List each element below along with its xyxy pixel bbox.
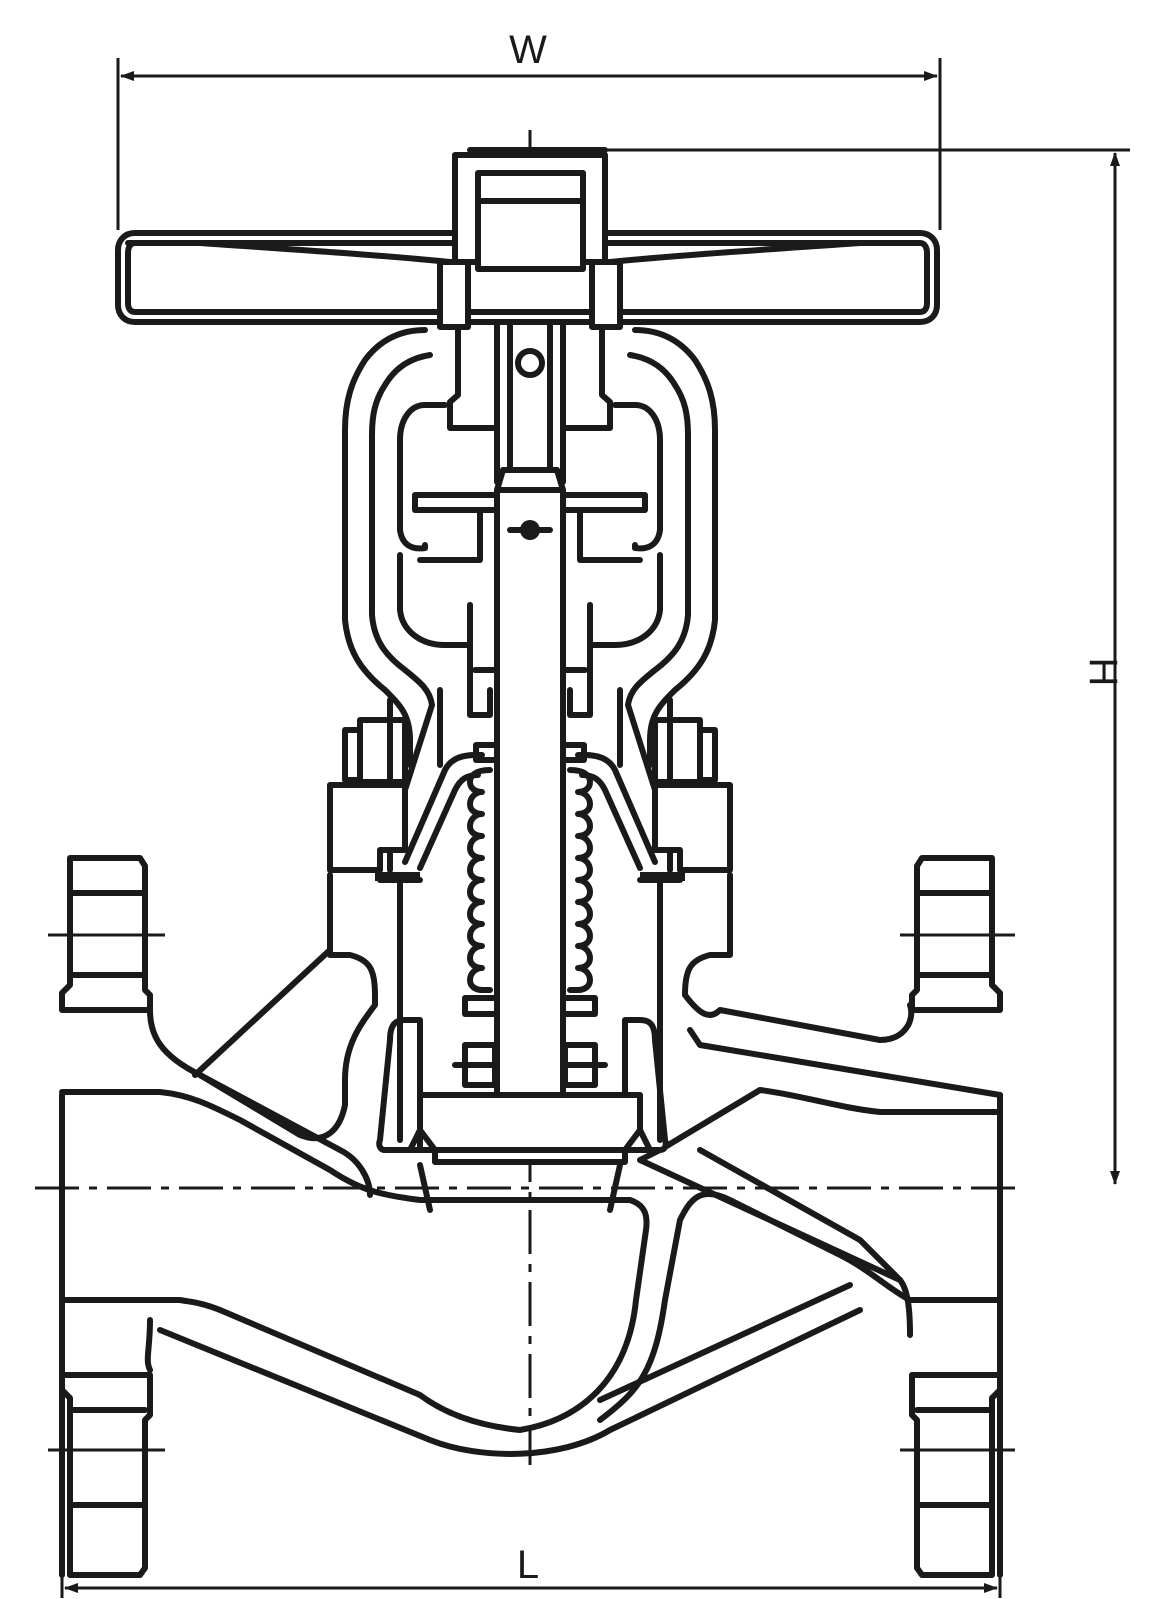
disc-body — [417, 1092, 643, 1153]
hub-lock-left — [437, 259, 471, 330]
flange-right-bottom — [909, 1372, 1003, 1578]
body-neck-left — [197, 872, 378, 1142]
bellows-left — [467, 767, 493, 993]
dim-h-label: H — [1081, 658, 1125, 687]
dim-l-label: L — [517, 1543, 539, 1587]
flange-left-bottom — [59, 1372, 153, 1578]
bonnet-flange-right — [652, 782, 733, 873]
stem-packing — [467, 602, 593, 718]
stem-pin-hole — [515, 348, 545, 378]
flange-faces — [59, 1092, 1003, 1578]
yoke-inner-right — [625, 352, 691, 793]
gasket-left — [375, 872, 420, 881]
yoke-crossplate — [412, 492, 648, 513]
disc-seat-faces — [407, 1127, 653, 1153]
flange-right — [900, 855, 1015, 1578]
yoke-outer-left — [342, 327, 428, 768]
dimension-w: W — [116, 28, 942, 230]
handwheel-nut-body — [475, 198, 586, 272]
seat-walls — [417, 1162, 623, 1213]
handwheel — [115, 147, 940, 330]
handwheel-rim-inner — [125, 240, 930, 315]
handwheel-spokes — [197, 240, 863, 265]
body-neck-right — [682, 872, 915, 1043]
dim-w-label: W — [509, 28, 547, 72]
stem-lower — [494, 487, 566, 1113]
bellows-right — [567, 767, 593, 993]
body-flow-passage-left — [59, 1089, 650, 1433]
flange-left — [48, 855, 165, 1578]
bonnet-yoke — [342, 267, 718, 793]
seat-ring — [432, 1147, 628, 1165]
handwheel-nut — [475, 170, 586, 204]
body-bonnet-flange — [327, 782, 733, 1143]
hub-lock-right — [589, 259, 623, 330]
yoke-outer-right — [632, 327, 718, 768]
body-upper-right — [687, 1027, 1003, 1098]
bonnet-flange-left — [327, 782, 408, 873]
bonnet-skirt — [397, 877, 663, 1143]
body-ribs — [192, 947, 853, 1403]
gasket-right — [640, 872, 685, 881]
valve-body — [59, 872, 1003, 1578]
valve-stem — [452, 247, 608, 1113]
bonnet-bolt-left — [342, 697, 408, 873]
yoke-window-lower — [397, 552, 663, 648]
yoke-inner-left — [369, 352, 435, 793]
handwheel-rim — [115, 230, 940, 325]
valve-disc — [407, 1092, 653, 1165]
yoke-legs — [437, 687, 623, 768]
